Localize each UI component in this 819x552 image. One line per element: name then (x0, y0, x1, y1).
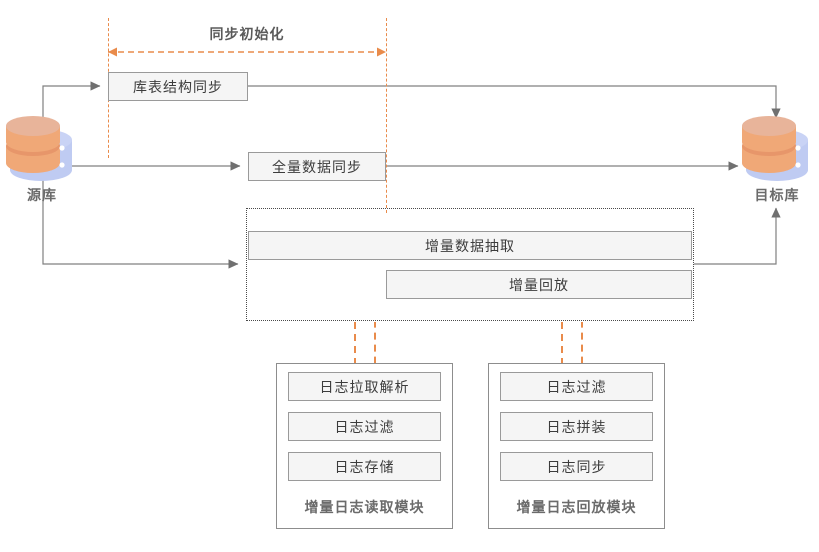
stage-incremental-extract[interactable]: 增量数据抽取 (248, 231, 692, 260)
target-db-label: 目标库 (754, 187, 800, 203)
stage-schema-sync[interactable]: 库表结构同步 (108, 72, 248, 101)
module-title-log-reader: 增量日志读取模块 (304, 499, 425, 515)
module-step-log-filter[interactable]: 日志过滤 (288, 412, 441, 441)
module-step-log-filter-2[interactable]: 日志过滤 (500, 372, 653, 401)
phase-label: 同步初始化 (209, 26, 285, 42)
phase-guide-right (386, 18, 387, 213)
stage-full-data-sync[interactable]: 全量数据同步 (248, 152, 386, 181)
stage-incremental-replay[interactable]: 增量回放 (386, 270, 692, 299)
module-step-log-storage[interactable]: 日志存储 (288, 452, 441, 481)
module-step-log-pull-parse[interactable]: 日志拉取解析 (288, 372, 441, 401)
module-title-log-replay: 增量日志回放模块 (516, 499, 637, 515)
incremental-sync-group (246, 208, 694, 321)
source-database-icon (6, 116, 72, 181)
module-step-log-sync[interactable]: 日志同步 (500, 452, 653, 481)
source-db-label: 源库 (27, 187, 57, 203)
module-step-log-assemble[interactable]: 日志拼装 (500, 412, 653, 441)
target-database-icon (742, 116, 808, 181)
